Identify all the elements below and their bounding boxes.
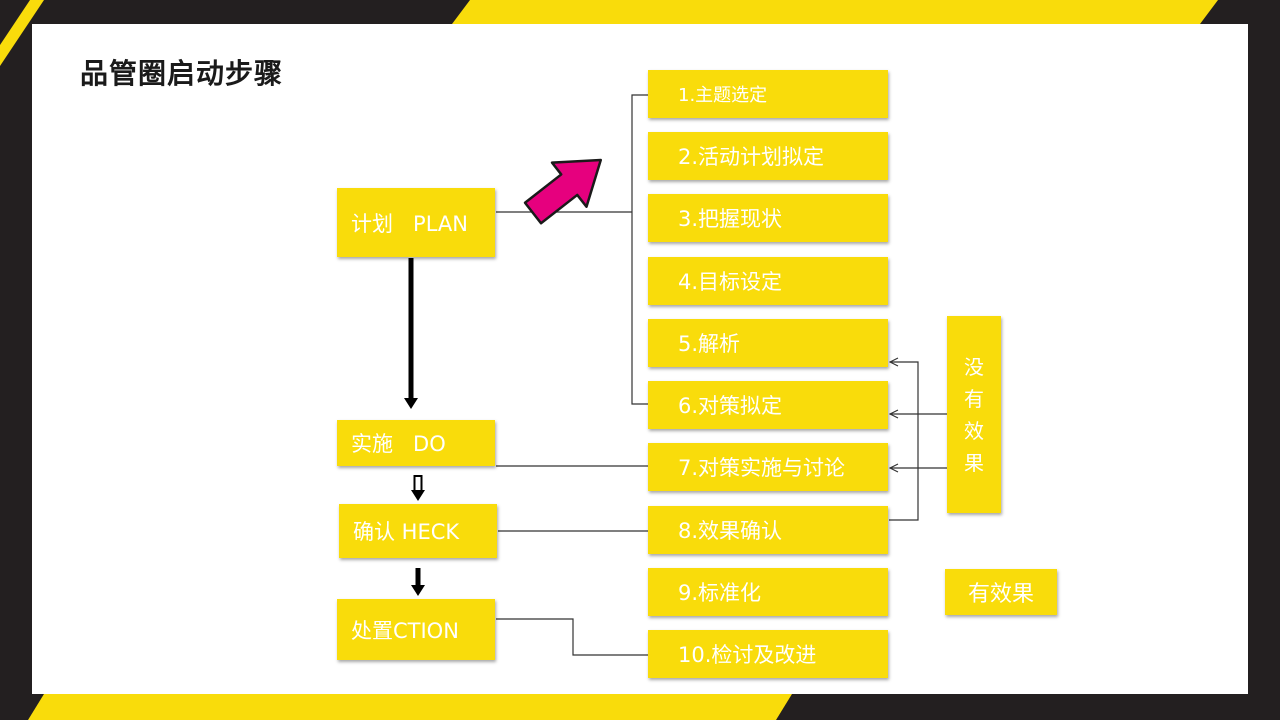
step-5-box: 5.解析 [648,319,888,367]
action-connector [496,618,648,656]
step-3-box: 3.把握现状 [648,194,888,242]
step-9-box: 9.标准化 [648,568,888,616]
phase-do-box: 实施 DO [337,420,495,466]
step-8-box: 8.效果确认 [648,506,888,554]
pink-arrow-icon [523,158,603,225]
page-title: 品管圈启动步骤 [80,57,284,90]
step-2-label: 2.活动计划拟定 [678,145,825,169]
step-1-box: 1.主题选定 [648,70,888,118]
phase-check-label: 确认 HECK [353,520,460,544]
phase-action-box: 处置CTION [337,599,495,660]
step-8-label: 8.效果确认 [678,519,783,543]
step-1-label: 1.主题选定 [678,85,768,106]
step-3-label: 3.把握现状 [678,207,783,231]
phase-plan-label: 计划 PLAN [351,211,468,236]
down-arrow-icon [411,568,425,596]
step-2-box: 2.活动计划拟定 [648,132,888,180]
step-10-label: 10.检讨及改进 [678,643,817,667]
no-effect-char: 有 [964,386,984,411]
left-yellow-stripe [0,0,44,66]
phase-plan-box: 计划 PLAN [337,188,495,257]
phase-action-label: 处置CTION [351,618,459,643]
step-4-box: 4.目标设定 [648,257,888,305]
step-9-label: 9.标准化 [678,581,762,605]
effective-label: 有效果 [967,582,1034,607]
down-arrow-icon [404,258,418,409]
no-effect-char: 效 [964,418,984,443]
step-4-label: 4.目标设定 [678,270,783,294]
plan-bracket [631,94,648,405]
feedback-line [889,362,919,521]
step-7-box: 7.对策实施与讨论 [648,443,888,491]
no-effect-char: 没 [964,354,984,379]
no-effect-box: 没 有 效 果 [947,316,1001,513]
step-7-label: 7.对策实施与讨论 [678,456,846,480]
step-10-box: 10.检讨及改进 [648,630,888,678]
top-yellow-stripe [452,0,1218,24]
down-arrow-icon [411,475,425,501]
phase-check-box: 确认 HECK [339,504,497,558]
step-6-label: 6.对策拟定 [678,394,783,418]
effective-box: 有效果 [945,569,1057,615]
step-6-box: 6.对策拟定 [648,381,888,429]
phase-do-label: 实施 DO [351,432,446,456]
no-effect-char: 果 [964,450,984,475]
step-5-label: 5.解析 [678,332,741,356]
bottom-yellow-stripe [28,694,792,720]
